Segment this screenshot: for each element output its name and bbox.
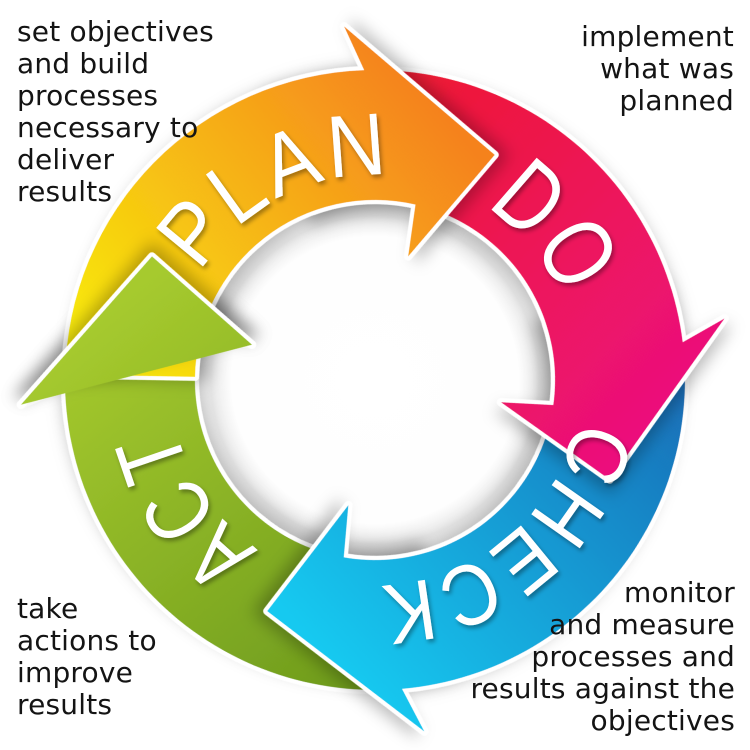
check-annotation: monitor and measure processes and result… [470, 576, 735, 737]
plan-annotation: set objectives and build processes neces… [17, 15, 214, 208]
inner-circle [170, 175, 580, 585]
do-annotation: implement what was planned [581, 20, 734, 117]
act-annotation: take actions to improve results [17, 592, 157, 721]
